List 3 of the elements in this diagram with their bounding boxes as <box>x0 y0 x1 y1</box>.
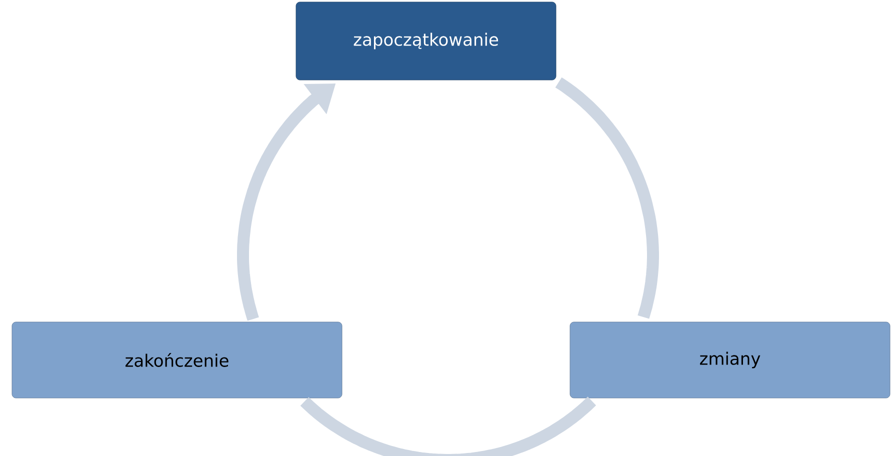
process-box: zakończenie <box>12 322 342 398</box>
process-box: zapoczątkowanie <box>296 2 556 80</box>
process-box: zmiany <box>570 322 890 398</box>
